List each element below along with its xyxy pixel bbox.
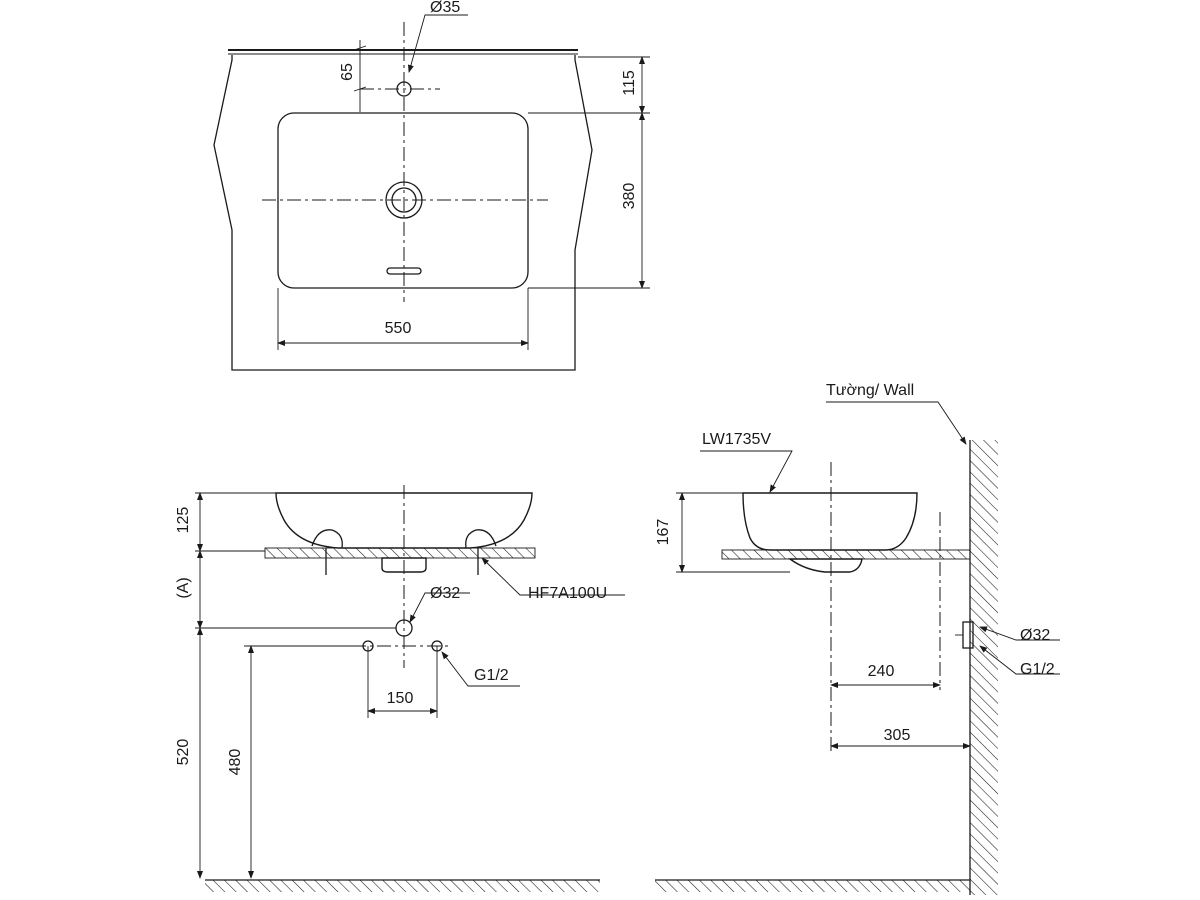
basin-bowl-outline [277, 112, 529, 289]
side-floor-hatch [655, 880, 970, 892]
dim-150-label: 150 [387, 690, 414, 707]
front-drain-outlet [395, 619, 413, 637]
countertop-outline [213, 55, 593, 371]
side-drain-leader [979, 626, 1060, 641]
dim-65-label: 65 [339, 63, 356, 81]
dim-305-label: 305 [884, 727, 911, 744]
side-drain-diameter-label: Ø32 [1020, 627, 1050, 644]
dim-125-label: 125 [175, 507, 192, 534]
drain-inner [391, 187, 417, 213]
dim-115-label: 115 [621, 70, 638, 96]
wall-label-leader [826, 401, 967, 445]
side-counter-hatch [722, 550, 970, 559]
drain-diameter-leader [409, 592, 470, 623]
side-basin-profile [742, 492, 918, 551]
dim-167-label: 167 [655, 519, 672, 546]
front-bracket-right [465, 529, 497, 549]
basin-model-label: LW1735V [702, 431, 771, 448]
supply-thread-leader [441, 651, 520, 687]
front-counter-hatch [265, 548, 535, 558]
drain-diameter-label: Ø32 [430, 585, 460, 602]
dim-65-tick-top [353, 45, 367, 51]
dim-380-label: 380 [621, 183, 638, 210]
top-view: Ø35 65 115 380 550 [213, 0, 650, 371]
side-drain-body [787, 558, 863, 573]
front-view: 125 (A) 520 Ø32 HF7A100U 150 G1/2 480 [175, 485, 625, 892]
side-view: Tường/ Wall LW1735V 167 Ø32 G1/2 240 [655, 382, 1060, 895]
hole-diameter-label: Ø35 [430, 0, 460, 16]
dim-65-tick-bottom [353, 86, 367, 92]
dim-520-label: 520 [175, 739, 192, 766]
front-bracket-left [311, 529, 343, 549]
dim-240-label: 240 [868, 663, 895, 680]
side-supply-leader [979, 645, 1060, 675]
supply-thread-label: G1/2 [474, 667, 509, 684]
drain-model-label: HF7A100U [528, 585, 607, 602]
side-supply-thread-label: G1/2 [1020, 661, 1055, 678]
drain-outer [385, 181, 423, 219]
dim-480-label: 480 [227, 749, 244, 776]
front-floor-hatch [205, 880, 600, 892]
dim-550-label: 550 [385, 320, 412, 337]
side-wall-hatch [970, 440, 998, 895]
hole-diameter-leader [408, 14, 468, 73]
basin-model-leader [700, 450, 793, 493]
wall-label: Tường/ Wall [826, 382, 914, 399]
overflow-slot [386, 267, 422, 275]
dim-a-label: (A) [175, 577, 192, 598]
drain-model-leader [481, 557, 625, 596]
tap-hole [396, 81, 412, 97]
